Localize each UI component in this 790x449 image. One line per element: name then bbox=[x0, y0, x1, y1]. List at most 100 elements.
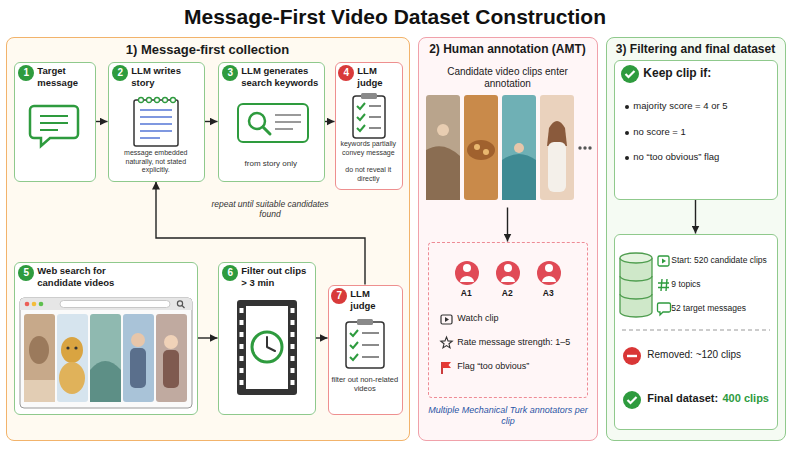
step-title: Filter out clips > 3 min bbox=[241, 265, 311, 288]
video-thumbnail bbox=[24, 314, 187, 402]
film-clock-icon bbox=[237, 300, 297, 395]
rule-heading: Keep clip if: bbox=[643, 66, 768, 80]
flow-arrow bbox=[507, 208, 508, 242]
notebook-icon bbox=[147, 98, 152, 103]
clip-thumbnail bbox=[578, 146, 581, 149]
annotator-icon bbox=[455, 261, 479, 285]
caption-note: Multiple Mechanical Turk annotators per … bbox=[424, 405, 592, 427]
video-thumbnail bbox=[74, 346, 77, 349]
task-icon bbox=[445, 317, 449, 322]
database-icon bbox=[620, 253, 652, 263]
annotator-icon bbox=[496, 261, 520, 285]
search-icon bbox=[263, 127, 270, 134]
clip-thumbnail bbox=[464, 95, 498, 200]
video-thumbnail bbox=[123, 314, 154, 402]
step-box: 1Target message bbox=[14, 62, 96, 182]
stage-panel: Candidate video clips enter annotationA1… bbox=[418, 37, 598, 441]
browser-window bbox=[182, 306, 185, 309]
box-fill bbox=[424, 62, 592, 208]
divider-line bbox=[622, 329, 770, 330]
panel-heading: 1) Message-first collection bbox=[6, 42, 410, 58]
clip-thumbnail bbox=[483, 149, 489, 155]
annotator-icon bbox=[460, 276, 474, 282]
checklist-icon bbox=[362, 333, 379, 357]
checklist-icon bbox=[357, 103, 365, 131]
film-clock-icon bbox=[267, 337, 275, 351]
check-badge bbox=[628, 397, 637, 403]
flow-arrow bbox=[198, 337, 218, 338]
clip-thumbnail bbox=[540, 95, 574, 200]
stage-panel: Keep clip if:majority score = 4 or 5no s… bbox=[606, 37, 786, 441]
step-number: 7 bbox=[331, 288, 347, 304]
box-fill bbox=[335, 62, 403, 190]
checklist-icon bbox=[353, 93, 385, 138]
clip-group: Candidate video clips enter annotation bbox=[424, 62, 592, 208]
video-thumbnail bbox=[24, 380, 55, 402]
clip-thumbnail bbox=[437, 124, 449, 136]
bullet-dot bbox=[625, 105, 629, 109]
film-clock-icon bbox=[252, 332, 282, 362]
video-thumbnail bbox=[29, 336, 49, 364]
clip-thumbnail bbox=[588, 146, 591, 149]
video-thumbnail bbox=[130, 348, 146, 388]
flow-arrow bbox=[325, 121, 335, 122]
browser-window bbox=[20, 298, 192, 310]
film-clock-icon bbox=[237, 300, 297, 395]
checklist-icon bbox=[346, 319, 384, 368]
step-title: LLM generates search keywords bbox=[241, 65, 322, 88]
box-fill bbox=[108, 62, 205, 182]
clip-thumbnail bbox=[474, 144, 480, 150]
annotator-icon bbox=[537, 261, 561, 285]
stat-item: Removed: ~120 clips bbox=[647, 349, 772, 361]
step-box: 2LLM writes storymessage embedded natura… bbox=[108, 62, 205, 182]
search-icon bbox=[238, 104, 308, 142]
check-badge bbox=[623, 391, 641, 409]
clip-thumbnail bbox=[502, 154, 536, 200]
check-badge bbox=[621, 65, 639, 83]
step-number: 3 bbox=[222, 65, 238, 81]
step-title: Target message bbox=[37, 65, 93, 88]
edge-label: repeat until suitable candidates found bbox=[205, 199, 335, 219]
task-item: Rate message strength: 1–5 bbox=[457, 337, 583, 348]
box-fill bbox=[428, 242, 588, 398]
notebook-icon bbox=[140, 110, 172, 138]
search-icon bbox=[238, 104, 308, 142]
flow-arrow bbox=[316, 337, 328, 338]
annotator-id: A1 bbox=[451, 288, 481, 298]
rule-box: Keep clip if:majority score = 4 or 5no s… bbox=[614, 60, 778, 200]
task-icon bbox=[441, 315, 452, 374]
chat-icon bbox=[30, 106, 78, 146]
notebook-icon bbox=[134, 100, 178, 146]
box-fill bbox=[614, 234, 778, 430]
video-thumbnail bbox=[90, 314, 121, 402]
video-thumbnail bbox=[24, 314, 55, 402]
task-item: Watch clip bbox=[457, 313, 583, 324]
browser-window bbox=[20, 298, 192, 408]
clip-thumbnail bbox=[583, 146, 586, 149]
group-caption: Candidate video clips enter annotation bbox=[424, 66, 592, 90]
video-thumbnail bbox=[90, 361, 121, 402]
task-icon bbox=[442, 362, 451, 368]
stats-box: Start: 520 candidate clips9 topics52 tar… bbox=[614, 234, 778, 430]
clip-thumbnail bbox=[467, 140, 495, 160]
annotator-icon bbox=[455, 261, 561, 285]
check-badge bbox=[623, 391, 641, 409]
video-thumbnail bbox=[57, 314, 88, 402]
box-fill bbox=[14, 62, 96, 182]
box-fill bbox=[328, 285, 403, 415]
checklist-icon bbox=[369, 106, 381, 128]
notebook-icon bbox=[155, 98, 160, 103]
bullet-dot bbox=[625, 131, 629, 135]
box-fill bbox=[14, 262, 198, 415]
clip-thumbnail bbox=[426, 95, 460, 200]
bullet-dot bbox=[625, 105, 629, 160]
judge-box: 7LLM judgefilter out non-related videos bbox=[328, 285, 403, 415]
video-thumbnail bbox=[59, 362, 85, 394]
clip-thumbnail bbox=[548, 142, 566, 192]
step-title: LLM judge bbox=[357, 65, 400, 88]
remove-badge bbox=[627, 355, 637, 357]
box-fill bbox=[418, 37, 598, 441]
browser-window bbox=[20, 298, 192, 408]
annotation-box: A1A2A3Watch clipRate message strength: 1… bbox=[428, 242, 588, 398]
clip-thumbnail bbox=[502, 95, 536, 200]
